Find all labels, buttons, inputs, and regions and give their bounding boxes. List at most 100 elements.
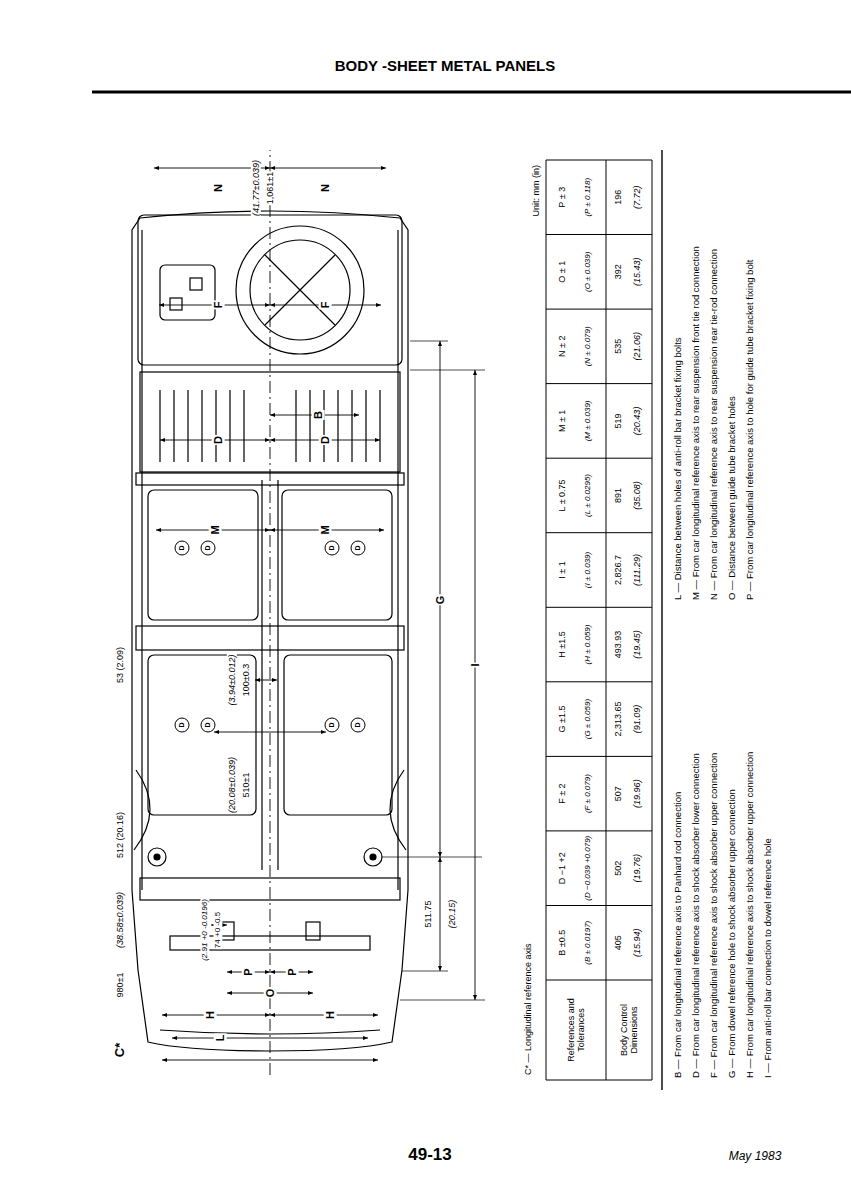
axis-label: C* <box>113 1042 128 1058</box>
dimension-value: 511.75 <box>423 900 433 929</box>
table-cell: (L ± 0.0295) <box>583 459 592 531</box>
extension-lines <box>382 341 485 1000</box>
dowel-marker: D <box>178 722 186 727</box>
unit-note: Unit: mm (in) <box>531 165 541 217</box>
table-cell: (G ± 0.059) <box>583 683 592 755</box>
dimension-letter: D <box>212 435 225 445</box>
table-cell: M ± 1 <box>557 385 567 457</box>
table-cell: G ±1.5 <box>557 683 567 755</box>
table-cell: B ±0.5 <box>557 907 567 979</box>
dimension-value: 510±1 <box>241 772 251 799</box>
table-cell: 891 <box>613 459 623 531</box>
table-cell: L ± 0.75 <box>557 459 567 531</box>
dimension-value: 74 +0 -0.5 <box>213 911 222 949</box>
legend-note: M — From car longitudinal reference axis… <box>691 246 702 600</box>
dimension-letter: M <box>209 524 222 535</box>
table-cell: (7.72) <box>632 161 642 233</box>
dimension-value: (2.91 +0 -0.0196) <box>200 898 209 962</box>
table-cell: (20.43) <box>632 385 642 457</box>
legend-note: L — Distance between holes of anti-roll … <box>673 337 684 600</box>
dimension-letter: H <box>204 1010 217 1020</box>
axis-note: C* — Longitudinal reference axis <box>523 943 533 1075</box>
table-cell: (35.08) <box>632 459 642 531</box>
dimension-value: 980±1 <box>115 972 125 999</box>
table-cell: (19.76) <box>632 832 642 904</box>
dowel-marker: D <box>204 722 212 727</box>
table-cell: N ± 2 <box>557 310 567 382</box>
dimension-letter: O <box>264 988 277 999</box>
legend-note: B — From car longitudinal reference axis… <box>673 792 684 1078</box>
table-cell: (O ± 0.039) <box>583 236 592 308</box>
dimension-letter: I <box>469 662 482 667</box>
dowel-holes <box>175 541 365 732</box>
table-cell: H ±1.5 <box>557 609 567 681</box>
table-cell: (111.29) <box>632 534 642 606</box>
table-cell: (19.45) <box>632 609 642 681</box>
dimension-letter: P <box>242 967 255 976</box>
dimension-letter: D <box>319 435 332 445</box>
table-cell: Body Control Dimensions <box>619 982 640 1078</box>
legend-note: O — Distance between guide tube bracket … <box>727 396 738 600</box>
table-cell: 2,313.65 <box>613 683 623 755</box>
dowel-marker: D <box>204 545 212 550</box>
legend-note: N — From car longitudinal reference axis… <box>709 249 720 600</box>
dowel-marker: D <box>328 722 336 727</box>
dowel-marker: D <box>354 722 362 727</box>
legend-note: D — From car longitudinal reference axis… <box>691 753 702 1078</box>
dowel-marker: D <box>178 545 186 550</box>
table-cell: 507 <box>613 758 623 830</box>
table-cell: (B ± 0.0197) <box>583 907 592 979</box>
table-cell: I ± 1 <box>557 534 567 606</box>
table-cell: 405 <box>613 907 623 979</box>
dimension-letter: L <box>214 1034 227 1043</box>
page-title: BODY -SHEET METAL PANELS <box>335 57 556 74</box>
table-cell: (91.09) <box>632 683 642 755</box>
legend-note: F — From car longitudinal reference axis… <box>709 753 720 1078</box>
table-grid <box>546 150 662 1090</box>
header-rule <box>92 91 851 94</box>
table-cell: 535 <box>613 310 623 382</box>
table-cell: (15.43) <box>632 236 642 308</box>
table-cell: 502 <box>613 832 623 904</box>
table-cell: (M ± 0.039) <box>583 385 592 457</box>
table-cell: P ± 3 <box>557 161 567 233</box>
dimension-lines <box>154 168 475 1060</box>
table-cell: 196 <box>613 161 623 233</box>
dimension-value: 512 (20.16) <box>115 811 125 859</box>
dimension-letter: H <box>324 1010 337 1020</box>
table-cell: (21.06) <box>632 310 642 382</box>
table-cell: D −1 +2 <box>557 832 567 904</box>
dimension-value: (20.15) <box>447 899 457 930</box>
table-cell: (F ± 0.079) <box>583 758 592 830</box>
dimension-value: (38.58±0.039) <box>115 891 125 949</box>
dimension-letter: N <box>319 183 332 193</box>
table-cell: (I ± 0.039) <box>583 534 592 606</box>
dowel-marker: D <box>354 545 362 550</box>
legend-note: G — From dowel reference hole to shock a… <box>727 789 738 1078</box>
table-cell: 392 <box>613 236 623 308</box>
table-cell: 519 <box>613 385 623 457</box>
table-cell: (N ± 0.079) <box>583 310 592 382</box>
dimension-letter: M <box>319 524 332 535</box>
table-cell: (P ± 0.118) <box>583 161 592 233</box>
dimension-value: (20.08±0.039) <box>227 756 237 814</box>
table-cell: (15.94) <box>632 907 642 979</box>
reference-axis <box>270 150 271 1075</box>
dimension-letter: F <box>212 301 225 310</box>
page-number: 49-13 <box>408 1145 451 1165</box>
page-date: May 1983 <box>729 1150 782 1164</box>
dowel-marker: D <box>328 545 336 550</box>
table-cell: References and Tolerances <box>566 982 587 1078</box>
table-cell: 493.93 <box>613 609 623 681</box>
dimension-value: 100±0.3 <box>241 663 251 697</box>
table-cell: (D −0.039 +0.079) <box>583 832 592 904</box>
dimension-value: (41.77±0.039) <box>251 159 261 217</box>
legend-note: H — From car longitudinal reference axis… <box>745 752 756 1078</box>
rotated-sheet: NN(41.77±0.039)1,061±1FFBDDMMGI(3.94±0.0… <box>110 140 800 1090</box>
table-cell: O ± 1 <box>557 236 567 308</box>
table-cell: (H ± 0.059) <box>583 609 592 681</box>
table-cell: (19.96) <box>632 758 642 830</box>
legend-note: I — From anti-roll bar connection to dow… <box>763 838 774 1078</box>
dimension-letter: B <box>312 410 325 420</box>
